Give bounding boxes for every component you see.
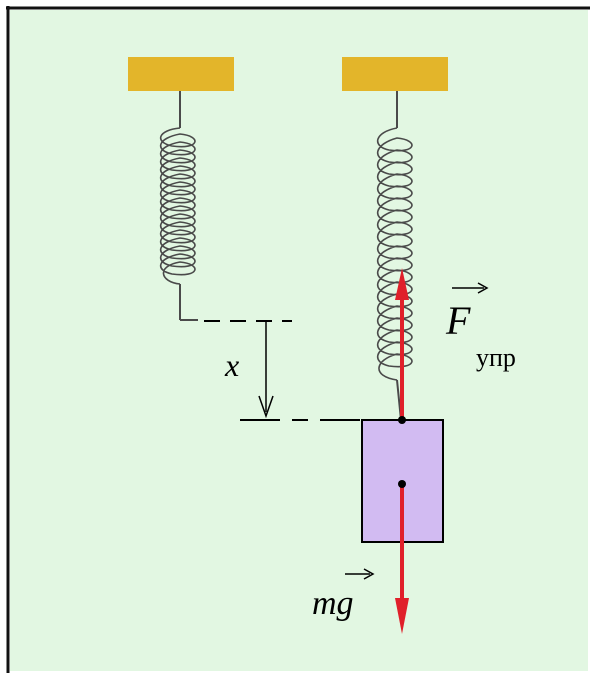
left-spring-coil (160, 127, 196, 285)
background-panel (10, 10, 588, 671)
elastic-force-subscript: упр (476, 343, 516, 372)
gravity-force-vector-arrowhead (363, 568, 375, 580)
right-support (342, 57, 448, 91)
elastic-force-arrowhead (395, 268, 409, 300)
displacement-arrow-head (258, 395, 274, 419)
center-of-mass-dot (398, 480, 406, 488)
displacement-label: x (224, 347, 239, 383)
right-spring-coil (377, 127, 413, 381)
elastic-force-label: F (445, 298, 471, 343)
elastic-force-origin-dot (398, 416, 406, 424)
gravity-force-arrowhead (395, 598, 409, 634)
gravity-force-label: mg (312, 585, 354, 622)
left-support (128, 57, 234, 91)
elastic-force-vector-arrowhead (477, 282, 489, 294)
